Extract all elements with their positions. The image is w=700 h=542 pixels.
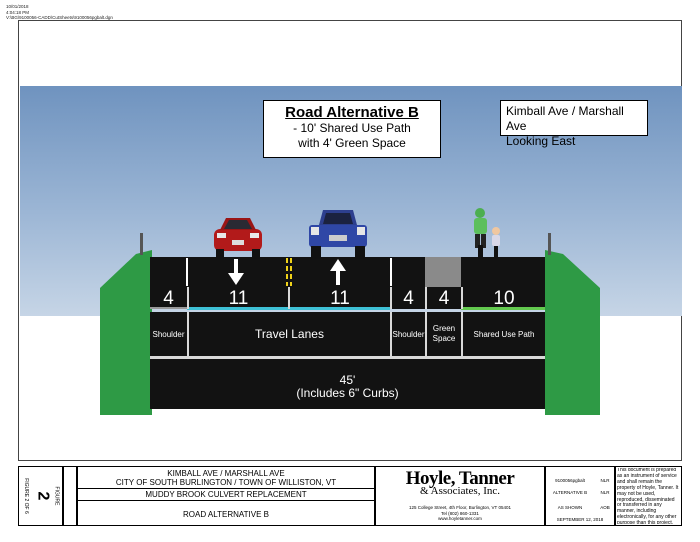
lane-line-left: [186, 258, 188, 286]
divider-4: [425, 287, 427, 309]
firm-tel: Tel (802) 860-1331: [441, 510, 479, 516]
alternative-title-box: Road Alternative B - 10' Shared Use Path…: [263, 100, 441, 158]
figure-label: FIGURE: [53, 486, 60, 506]
label-shoulder-right: Shoulder: [392, 329, 425, 339]
narrow-cell: [63, 466, 77, 526]
label-band: [150, 312, 545, 356]
drawn-by: NLR: [600, 478, 610, 483]
divider-2: [288, 287, 290, 309]
total-value: 45': [339, 373, 356, 387]
lane-line-right: [390, 258, 392, 286]
project-rule-1: [77, 488, 375, 489]
location-box: Kimball Ave / Marshall Ave Looking East: [500, 100, 648, 148]
center-line-yellow: [286, 258, 288, 286]
project-cell: [77, 466, 375, 526]
approved-by: AOB: [600, 505, 610, 510]
plot-header: 10/01/2018 4:04:18 PM V:\BG\9100056-CADD…: [6, 4, 113, 21]
firm-sub: & Associates, Inc.: [419, 485, 501, 497]
date-value: SEPTEMBER 12, 2018: [556, 517, 604, 522]
total-note: (Includes 6" Curbs): [296, 386, 399, 400]
truck-icon: [309, 210, 367, 259]
alternative-line-1: - 10' Shared Use Path: [293, 121, 411, 135]
notice-text: This document is prepared as an instrume…: [617, 468, 679, 524]
firm-web: www.hoyletanner.com: [438, 516, 482, 521]
road-surface: [150, 257, 545, 287]
center-line-yellow-2: [290, 258, 292, 286]
label-divider-4: [461, 312, 463, 356]
divider-5: [461, 287, 463, 309]
project-line-1: KIMBALL AVE / MARSHALL AVE: [167, 469, 285, 478]
divider-1: [187, 287, 189, 309]
project-rule-2: [77, 500, 375, 501]
project-line-3: MUDDY BROOK CULVERT REPLACEMENT: [145, 490, 307, 499]
figure-number: 2: [34, 491, 51, 501]
figure-of-cell: FIGURE 2 OF 6: [18, 466, 34, 526]
scale-value: AS SHOWN: [557, 505, 583, 510]
label-shoulder-left: Shoulder: [152, 329, 185, 339]
car-icon: [214, 218, 262, 259]
figure-cell: [18, 466, 63, 526]
label-divider-1: [187, 312, 189, 356]
width-green-space: 4: [438, 288, 450, 309]
sheet-name: ALTERNATIVE B: [552, 490, 588, 495]
arrow-down-icon: [228, 259, 244, 285]
label-green-space: Green Space: [432, 324, 456, 343]
total-width: 45' (Includes 6" Curbs): [150, 374, 545, 400]
width-lane-westbound: 11: [228, 288, 249, 309]
right-guard-post: [548, 233, 551, 255]
left-embankment: [100, 250, 152, 415]
label-divider-3: [425, 312, 427, 356]
shoulder-left-edge: [150, 307, 187, 309]
checked-by: NLR: [600, 490, 610, 495]
notice-cell: [615, 466, 682, 526]
alternative-line-2: with 4' Green Space: [298, 136, 406, 150]
left-guard-post: [140, 233, 143, 255]
label-shared-use-path: Shared Use Path: [473, 329, 535, 339]
plot-time: 4:04:18 PM: [6, 9, 30, 15]
width-shared-use-path: 10: [493, 288, 515, 309]
location-line-1: Kimball Ave / Marshall Ave: [506, 104, 624, 133]
width-shoulder-right: 4: [403, 288, 414, 309]
arrow-up-icon: [330, 259, 346, 285]
green-space-surface: [425, 257, 461, 287]
firm-name: Hoyle, Tanner: [405, 468, 515, 489]
width-lane-eastbound: 11: [330, 288, 350, 309]
path-edge-strip: [461, 307, 545, 310]
width-band: [150, 287, 545, 309]
plot-path: V:\BG\9100056-CADD\CutSheets\9100056pgba…: [6, 15, 113, 20]
alternative-title: Road Alternative B: [285, 104, 419, 121]
label-travel-lanes: Travel Lanes: [255, 327, 324, 341]
cyclists-icon: [474, 208, 500, 259]
total-separator: [150, 356, 545, 359]
figure-of-text: FIGURE 2 OF 6: [23, 478, 29, 514]
info-cell: [545, 466, 615, 526]
location-line-2: Looking East: [506, 134, 576, 148]
drawing-title: ROAD ALTERNATIVE B: [183, 510, 269, 519]
plot-date: 10/01/2018: [6, 4, 29, 9]
firm-contact: 125 College Street, 4th Floor, Burlingto…: [375, 505, 545, 522]
file-name: 9100056pgbalt: [555, 478, 585, 483]
label-divider-2: [390, 312, 392, 356]
width-shoulder-left: 4: [163, 288, 174, 309]
project-line-2: CITY OF SOUTH BURLINGTON / TOWN OF WILLI…: [115, 478, 337, 487]
divider-3: [390, 287, 392, 309]
total-band: [150, 359, 545, 409]
firm-address: 125 College Street, 4th Floor, Burlingto…: [409, 505, 511, 510]
figure-label-cell: FIGURE: [50, 466, 63, 526]
firm-cell: [375, 466, 545, 526]
figure-number-cell: 2: [34, 466, 51, 526]
right-embankment: [545, 250, 600, 415]
